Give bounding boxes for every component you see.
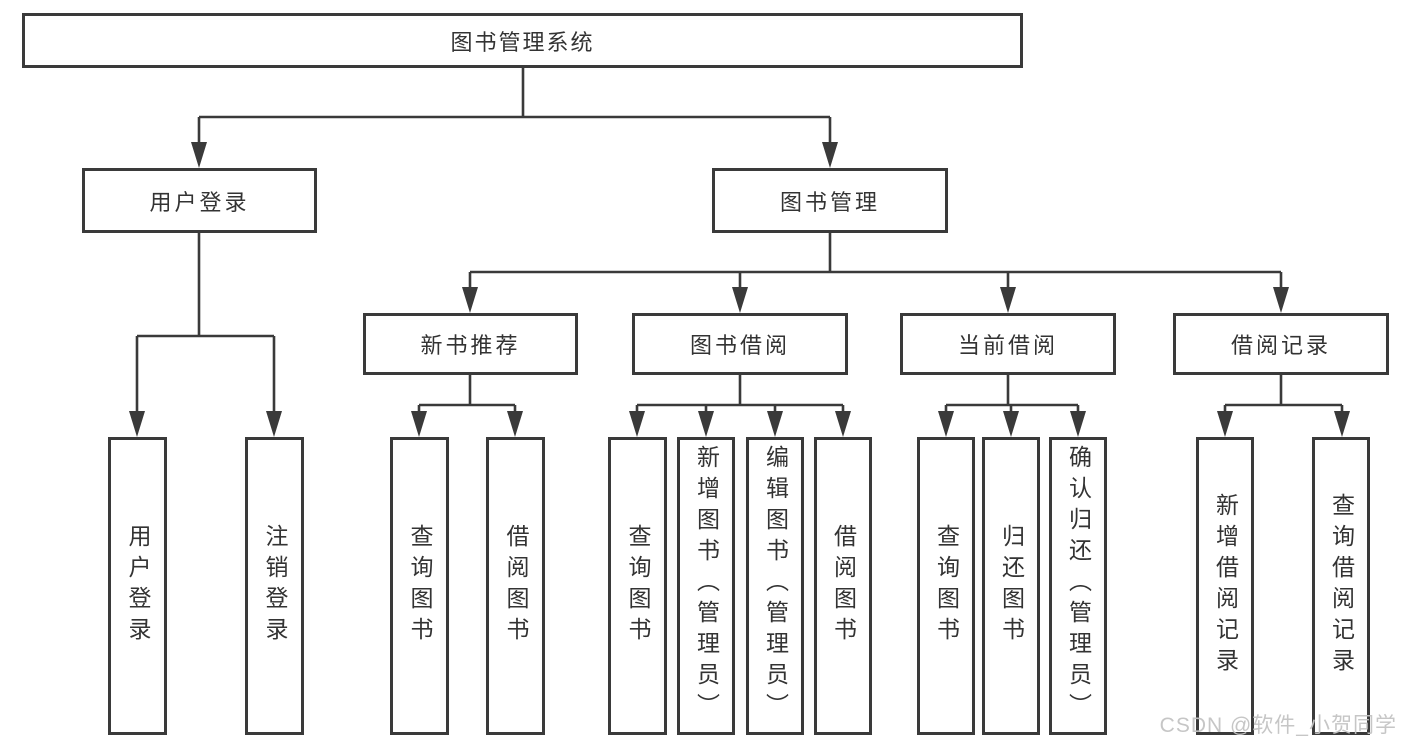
node-book-management: 图书管理 [712,168,948,233]
leaf-query-books-current: 查询图书 [917,437,975,735]
node-current-borrow-label: 当前借阅 [957,333,1058,358]
leaf-query-books-borrow: 查询图书 [608,437,667,735]
node-user-login-label: 用户登录 [149,189,250,215]
leaf-add-borrow-record: 新增借阅记录 [1196,437,1254,735]
node-library-system-label: 图书管理系统 [450,29,595,55]
node-borrow-records-label: 借阅记录 [1230,333,1331,358]
node-book-management-label: 图书管理 [779,189,880,215]
watermark: CSDN @软件_小贺同学 [1159,714,1397,737]
leaf-borrow-books: 借阅图书 [814,437,872,735]
node-new-book-recommend: 新书推荐 [363,313,578,375]
leaf-add-book-admin: 新增图书（管理员） [677,437,735,735]
node-book-borrow: 图书借阅 [632,313,848,375]
leaf-query-borrow-record: 查询借阅记录 [1312,437,1370,735]
node-borrow-records: 借阅记录 [1173,313,1389,375]
leaf-query-books-recommend: 查询图书 [390,437,449,735]
node-new-book-recommend-label: 新书推荐 [420,333,521,358]
leaf-borrow-books-recommend: 借阅图书 [486,437,545,735]
leaf-logout: 注销登录 [245,437,304,735]
node-user-login: 用户登录 [82,168,317,233]
leaf-user-login: 用户登录 [108,437,167,735]
leaf-return-books: 归还图书 [982,437,1040,735]
leaf-edit-book-admin: 编辑图书（管理员） [746,437,804,735]
node-book-borrow-label: 图书借阅 [689,333,790,358]
node-current-borrow: 当前借阅 [900,313,1116,375]
leaf-confirm-return-admin: 确认归还（管理员） [1049,437,1107,735]
node-library-system: 图书管理系统 [22,13,1023,68]
